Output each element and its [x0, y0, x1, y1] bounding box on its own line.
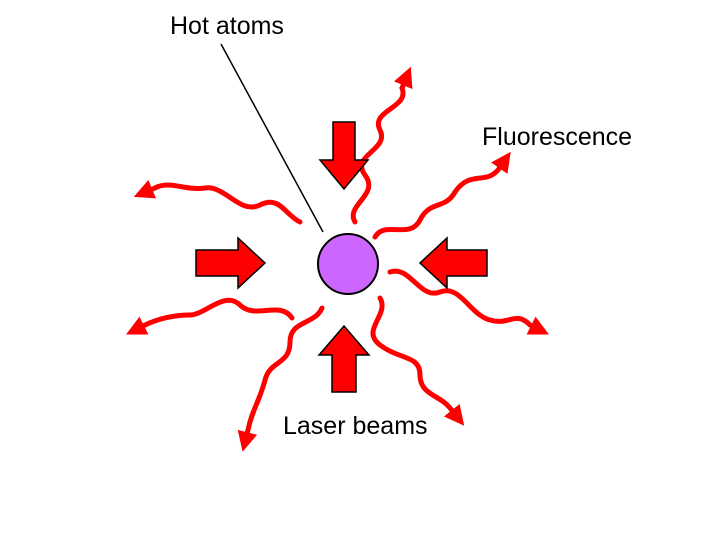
photon-lower-right-wavy-arrow	[370, 295, 465, 426]
fluorescence-label: Fluorescence	[482, 123, 633, 151]
photon-upper-right-wavy-arrow	[372, 151, 511, 240]
laser-beam-right-arrow	[418, 236, 488, 290]
fluorescence-photons	[126, 66, 549, 452]
atom-circle	[317, 233, 379, 295]
photon-left-wavy-arrow	[126, 297, 295, 335]
photon-lower-left-wavy-arrow	[237, 305, 325, 452]
laser-beams-label: Laser beams	[283, 412, 428, 440]
laser-beams	[195, 121, 488, 393]
laser-beam-left-arrow	[195, 236, 267, 290]
photon-right-wavy-arrow	[387, 268, 549, 335]
laser-beam-bottom-arrow	[317, 324, 371, 393]
laser-beam-top-arrow	[318, 121, 370, 191]
photon-upper-left-wavy-arrow	[133, 179, 303, 225]
photon-top-wavy-arrow	[350, 66, 413, 225]
hot-atoms-pointer-line	[220, 43, 324, 233]
hot-atoms-label: Hot atoms	[170, 12, 284, 40]
